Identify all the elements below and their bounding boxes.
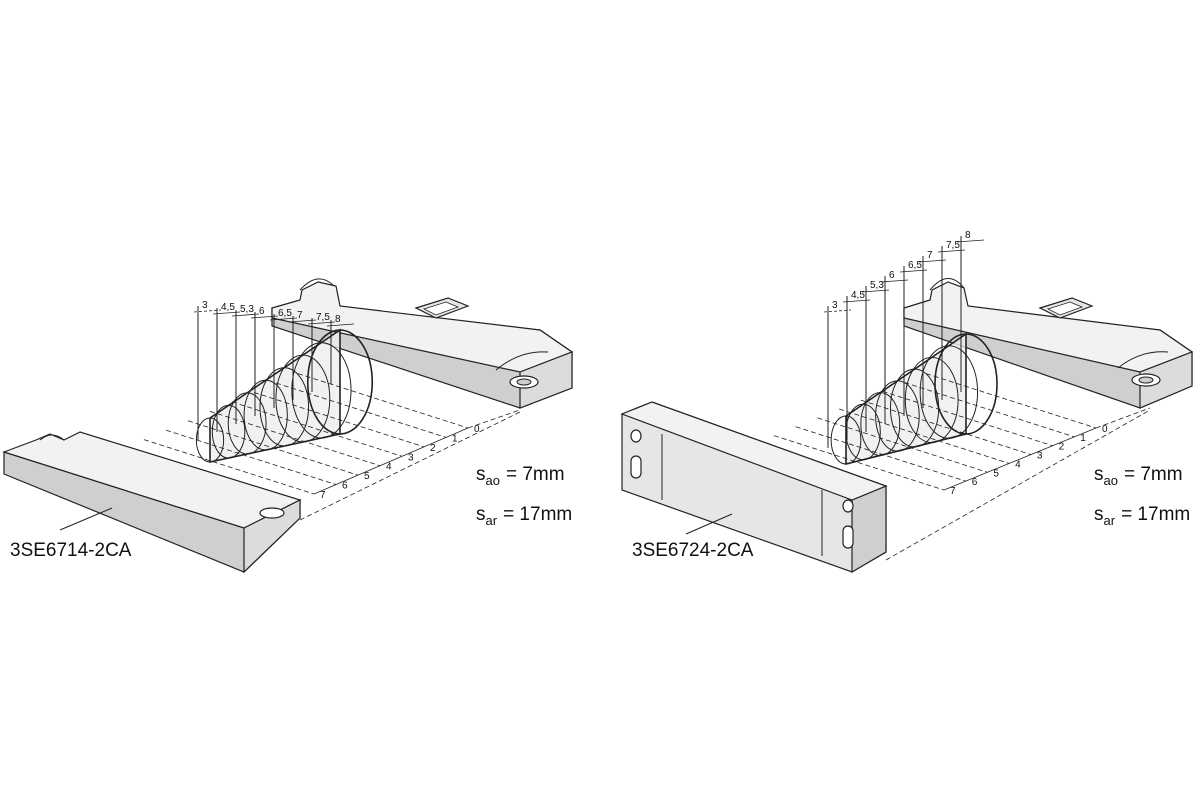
- cone-ring: [830, 415, 862, 465]
- detection-cone-left: [195, 328, 374, 463]
- distance-tick: 1: [452, 433, 458, 444]
- cone-ring: [934, 333, 998, 435]
- distance-tick: 2: [1059, 442, 1065, 453]
- actuator-part-right: [620, 401, 888, 574]
- distance-tick: 4: [386, 462, 392, 473]
- diagram-right: 3 4,5 5,3 6 6,5 7 7,5 8 7 6 5 4 3 2 1 0 3SE6724-2CA sa…: [620, 230, 1194, 574]
- distance-tick: 4: [1015, 459, 1021, 470]
- scale-projection: [297, 373, 469, 429]
- zone-label: 5,3: [870, 280, 884, 291]
- model-leader-right: [685, 513, 733, 535]
- model-label-right: 3SE6724-2CA: [632, 540, 754, 561]
- distance-tick: 5: [993, 468, 999, 479]
- sar-right: sar= 17mm: [1094, 504, 1190, 528]
- sao-right: sao= 7mm: [1094, 464, 1183, 488]
- zone-dim: [326, 323, 355, 327]
- cone-ring: [291, 342, 352, 439]
- scale-projection: [817, 417, 988, 473]
- scale-projection: [773, 435, 945, 491]
- scale-extension: [467, 409, 521, 429]
- model-label-left: 3SE6714-2CA: [10, 540, 132, 561]
- zone-labels-left: 3 4,5 5,3 6 6,5 7 7,5 8: [193, 300, 355, 440]
- zone-label: 4,5: [851, 290, 865, 301]
- zone-labels-right: 3 4,5 5,3 6 6,5 7 7,5 8: [823, 230, 985, 448]
- zone-label: 7: [927, 250, 933, 261]
- distance-scale-right: 7 6 5 4 3 2 1 0: [773, 373, 1151, 497]
- scale-projection: [795, 426, 966, 482]
- actuator-part-left: [2, 431, 302, 574]
- zone-label: 7,5: [946, 240, 960, 251]
- switch-part-left: [271, 278, 574, 409]
- zone-label: 3: [832, 300, 838, 311]
- sar-left: sar= 17mm: [476, 504, 572, 528]
- distance-tick: 6: [972, 477, 978, 488]
- distance-tick: 2: [430, 443, 436, 454]
- zone-dim: [956, 239, 985, 243]
- scale-projection: [860, 399, 1031, 455]
- distance-scale-left: 7 6 5 4 3 2 1 0: [143, 373, 521, 501]
- scale-projection: [143, 439, 315, 495]
- distance-tick: 3: [1037, 451, 1043, 462]
- zone-label: 8: [335, 314, 341, 325]
- zone-label: 6,5: [908, 260, 922, 271]
- distance-tick: 0: [474, 424, 480, 435]
- zone-label: 4,5: [221, 302, 235, 313]
- construction-line: [299, 411, 521, 521]
- cone-ring: [275, 354, 331, 443]
- scale-projection: [165, 429, 337, 485]
- zone-label: 6: [889, 270, 895, 281]
- distance-tick: 6: [342, 481, 348, 492]
- detection-cone-right: [830, 332, 998, 466]
- sao-left: sao= 7mm: [476, 464, 565, 488]
- cone-ring: [227, 392, 267, 455]
- diagram-left: 3 4,5 5,3 6 6,5 7 7,5 8 7 6 5 4 3 2 1 0 3SE6714-2CA sa…: [2, 278, 574, 574]
- construction-line: [885, 409, 1151, 561]
- cone-ring: [860, 392, 901, 456]
- zone-label: 6,5: [278, 308, 292, 319]
- scale-projection: [882, 390, 1053, 447]
- zone-label: 7,5: [316, 312, 330, 323]
- distance-tick: 7: [950, 486, 956, 497]
- scale-projection: [231, 401, 403, 457]
- cone-ring: [306, 329, 374, 435]
- scale-projection: [904, 382, 1075, 438]
- distance-tick: 5: [364, 471, 370, 482]
- scale-extension: [1095, 407, 1151, 429]
- zone-label: 5,3: [240, 304, 254, 315]
- zone-label: 8: [965, 230, 971, 241]
- cone-ring: [243, 379, 288, 451]
- distance-tick: 3: [408, 452, 414, 463]
- cone-ring: [845, 403, 881, 461]
- scale-projection: [839, 408, 1010, 464]
- cone-ring: [195, 417, 225, 463]
- zone-label: 7: [297, 310, 303, 321]
- distance-tick: 1: [1080, 433, 1086, 444]
- switch-part-right: [903, 278, 1194, 409]
- distance-tick: 0: [1102, 424, 1108, 435]
- scale-projection: [925, 373, 1097, 429]
- scale-axis: [943, 427, 1097, 491]
- scale-projection: [187, 420, 359, 476]
- zone-label: 6: [259, 306, 265, 317]
- cone-ring: [919, 345, 979, 439]
- cone-body: [209, 328, 341, 463]
- model-leader-left: [59, 507, 113, 531]
- scale-projection: [253, 392, 425, 448]
- zone-label: 3: [202, 300, 208, 311]
- scale-axis: [313, 427, 469, 495]
- scale-projection: [275, 382, 447, 438]
- distance-tick: 7: [320, 490, 326, 501]
- cone-ring: [211, 404, 246, 459]
- scale-projection: [209, 410, 381, 467]
